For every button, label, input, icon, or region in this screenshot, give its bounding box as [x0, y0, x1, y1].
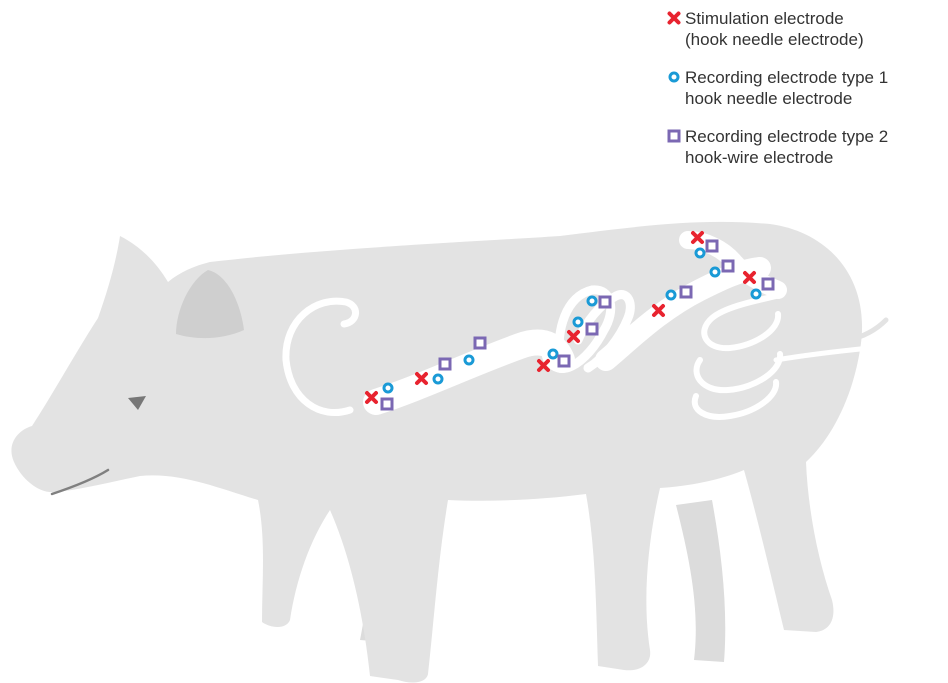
recording-electrode-1-marker [696, 249, 704, 257]
recording-square-icon [667, 129, 681, 143]
recording-electrode-2-marker [587, 324, 597, 334]
recording-electrode-2-marker [559, 356, 569, 366]
legend: Stimulation electrode (hook needle elect… [667, 8, 948, 185]
legend-item-recording-2: Recording electrode type 2 hook-wire ele… [667, 126, 948, 168]
recording-electrode-1-marker [667, 291, 675, 299]
legend-item-stimulation: Stimulation electrode (hook needle elect… [667, 8, 948, 50]
recording-electrode-2-marker [723, 261, 733, 271]
legend-label: Recording electrode type 1 [685, 67, 948, 88]
recording-electrode-1-marker [574, 318, 582, 326]
legend-sublabel: hook-wire electrode [685, 147, 948, 168]
recording-electrode-1-marker [711, 268, 719, 276]
recording-electrode-1-marker [752, 290, 760, 298]
legend-label: Recording electrode type 2 [685, 126, 948, 147]
recording-electrode-2-marker [440, 359, 450, 369]
recording-electrode-2-marker [707, 241, 717, 251]
legend-label: Stimulation electrode [685, 8, 948, 29]
pig-body [11, 222, 862, 683]
recording-electrode-2-marker [681, 287, 691, 297]
recording-electrode-2-marker [763, 279, 773, 289]
legend-sublabel: hook needle electrode [685, 88, 948, 109]
legend-item-recording-1: Recording electrode type 1 hook needle e… [667, 67, 948, 109]
recording-electrode-1-marker [549, 350, 557, 358]
recording-ring-icon [667, 70, 681, 84]
recording-electrode-1-marker [384, 384, 392, 392]
recording-electrode-2-marker [475, 338, 485, 348]
recording-electrode-1-marker [434, 375, 442, 383]
legend-sublabel: (hook needle electrode) [685, 29, 948, 50]
recording-electrode-2-marker [382, 399, 392, 409]
recording-electrode-1-marker [588, 297, 596, 305]
recording-electrode-2-marker [600, 297, 610, 307]
pig-back-leg-far [676, 500, 725, 662]
recording-electrode-1-marker [465, 356, 473, 364]
stimulation-x-icon [667, 11, 681, 25]
